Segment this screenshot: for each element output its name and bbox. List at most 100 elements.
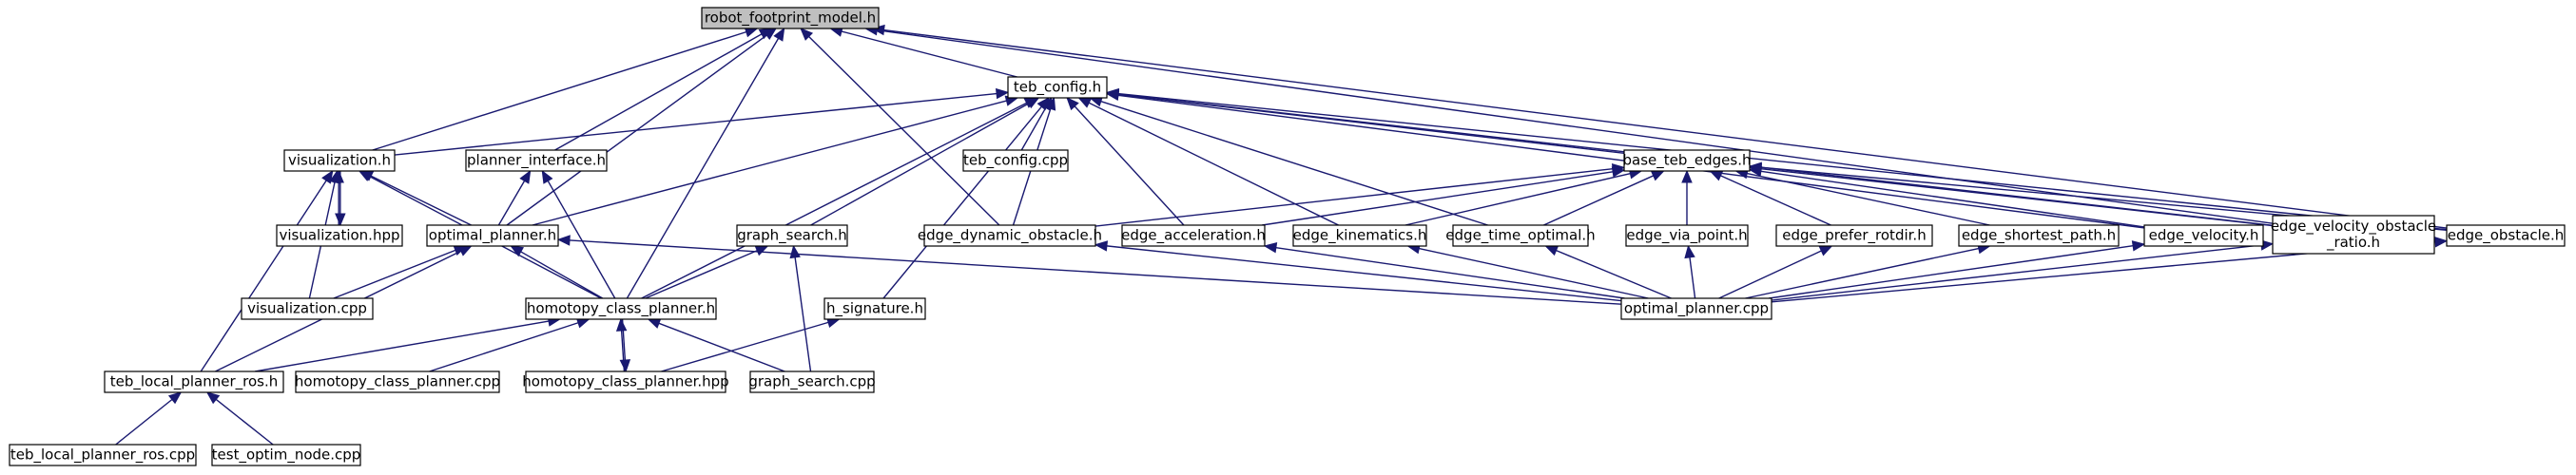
edge-graph-search-cpp-to-graph-search-h: [789, 244, 812, 372]
node-teb-local-planner-ros-h[interactable]: teb_local_planner_ros.h: [104, 370, 284, 393]
node-edge-velocity[interactable]: edge_velocity.h: [2143, 224, 2264, 247]
node-box: [1121, 224, 1266, 247]
node-box: [283, 149, 396, 172]
node-box: [823, 297, 926, 320]
node-visualization-h[interactable]: visualization.h: [283, 149, 396, 172]
node-label: teb_local_planner_ros.h: [110, 373, 278, 391]
node-label: h_signature.h: [826, 300, 923, 318]
node-box: [276, 224, 403, 247]
node-visualization-cpp[interactable]: visualization.cpp: [241, 297, 374, 320]
nodes-layer: robot_footprint_model.h teb_config.hvisua…: [9, 7, 2566, 466]
edge-edge-dynamic-obstacle-to-rfm: [800, 28, 1000, 226]
node-box: [525, 370, 726, 393]
node-box: [9, 444, 197, 466]
node-box: [749, 370, 875, 393]
node-label: graph_search.h: [737, 227, 847, 245]
node-homotopy-class-planner-hpp[interactable]: homotopy_class_planner.hpp: [522, 370, 729, 393]
node-box: [1452, 224, 1589, 247]
edge-optimal-planner-cpp-to-edge-prefer-rotdir: [1718, 245, 1833, 299]
node-box: [1625, 224, 1749, 247]
node-teb-local-planner-ros-cpp[interactable]: teb_local_planner_ros.cpp: [9, 444, 197, 466]
node-rfm: robot_footprint_model.h: [701, 7, 880, 29]
node-label: robot_footprint_model.h: [705, 10, 876, 28]
node-box: [962, 149, 1069, 172]
node-test-optim-node[interactable]: test_optim_node.cpp: [211, 444, 361, 466]
node-label: edge_obstacle.h: [2448, 227, 2565, 245]
node-optimal-planner-h[interactable]: optimal_planner.h: [426, 224, 559, 247]
node-box: [701, 7, 880, 29]
node-box: [295, 370, 500, 393]
edge-edge-kinematics-to-teb-config: [1077, 97, 1339, 226]
node-box: [2446, 224, 2566, 247]
edge-optimal-planner-h-to-rfm: [506, 28, 778, 226]
edge-edge-time-optimal-to-base-teb-edges: [1543, 170, 1665, 226]
node-label: base_teb_edges.h: [1623, 152, 1752, 170]
node-label: visualization.h: [288, 152, 391, 169]
edge-optimal-planner-cpp-to-edge-velocity: [1769, 240, 2146, 299]
node-base-teb-edges[interactable]: base_teb_edges.h: [1623, 149, 1752, 172]
node-label: visualization.cpp: [247, 300, 367, 317]
node-edge-prefer-rotdir[interactable]: edge_prefer_rotdir.h: [1775, 224, 1933, 247]
node-homotopy-class-planner-cpp[interactable]: homotopy_class_planner.cpp: [295, 370, 500, 393]
node-label: edge_acceleration.h: [1121, 227, 1266, 245]
node-teb-config-cpp[interactable]: teb_config.cpp: [962, 149, 1069, 172]
node-box: [923, 224, 1096, 247]
node-graph-search-cpp[interactable]: graph_search.cpp: [748, 370, 876, 393]
node-label: edge_time_optimal.h: [1445, 227, 1595, 245]
node-optimal-planner-cpp[interactable]: optimal_planner.cpp: [1620, 297, 1772, 320]
node-box: [525, 297, 717, 320]
node-h-signature[interactable]: h_signature.h: [823, 297, 926, 320]
edge-teb-config-to-rfm: [829, 26, 1017, 78]
node-box: [2143, 224, 2264, 247]
node-box: [426, 224, 559, 247]
node-planner-interface[interactable]: planner_interface.h: [465, 149, 608, 172]
edge-visualization-h-to-teb-config: [394, 87, 1010, 156]
node-label: edge_velocity.h: [2149, 227, 2259, 245]
edge-edge-dynamic-obstacle-to-base-teb-edges: [1094, 162, 1626, 227]
edge-edge-velocity-obstacle-ratio-to-rfm: [864, 25, 2274, 224]
node-label: optimal_planner.cpp: [1624, 300, 1769, 318]
edge-optimal-planner-cpp-to-edge-kinematics: [1406, 243, 1649, 299]
node-box: [1620, 297, 1772, 320]
edge-optimal-planner-h-to-planner-interface: [497, 169, 532, 226]
node-edge-shortest-path[interactable]: edge_shortest_path.h: [1958, 224, 2120, 247]
node-box: [104, 370, 284, 393]
node-edge-acceleration[interactable]: edge_acceleration.h: [1121, 224, 1266, 247]
edge-homotopy-class-planner-cpp-to-homotopy-class-planner-h: [429, 317, 591, 372]
edge-edge-via-point-to-base-teb-edges: [1681, 169, 1693, 225]
node-edge-time-optimal[interactable]: edge_time_optimal.h: [1445, 224, 1596, 247]
node-edge-kinematics[interactable]: edge_kinematics.h: [1292, 224, 1427, 247]
edge-optimal-planner-cpp-to-edge-shortest-path: [1745, 242, 1991, 299]
edge-graph-search-cpp-to-homotopy-class-planner-h: [647, 318, 785, 372]
edge-optimal-planner-h-to-visualization-h: [359, 170, 472, 226]
node-label: _ratio.h: [2326, 234, 2380, 252]
node-label: teb_config.h: [1014, 79, 1101, 97]
node-homotopy-class-planner-h[interactable]: homotopy_class_planner.h: [525, 297, 717, 320]
edge-base-teb-edges-to-teb-config: [1105, 88, 1625, 155]
node-edge-via-point[interactable]: edge_via_point.h: [1625, 224, 1749, 247]
edge-planner-interface-to-rfm: [554, 28, 773, 151]
node-box: [211, 444, 361, 466]
edge-homotopy-class-planner-h-to-graph-search-h: [645, 245, 769, 299]
node-label: edge_via_point.h: [1626, 227, 1747, 245]
node-box: [1292, 224, 1427, 247]
node-visualization-hpp[interactable]: visualization.hpp: [276, 224, 403, 247]
edge-homotopy-class-planner-hpp-to-h-signature: [661, 317, 841, 372]
edge-test-optim-node-to-teb-local-planner-ros-h: [205, 391, 274, 446]
node-edge-dynamic-obstacle[interactable]: edge_dynamic_obstacle.h: [918, 224, 1102, 247]
node-box: [241, 297, 374, 320]
node-graph-search-h[interactable]: graph_search.h: [736, 224, 848, 247]
node-label: teb_config.cpp: [963, 152, 1068, 170]
edge-optimal-planner-cpp-to-edge-dynamic-obstacle: [1094, 240, 1622, 302]
node-label: planner_interface.h: [467, 152, 606, 170]
edge-homotopy-class-planner-h-to-rfm: [626, 27, 785, 299]
node-teb-config[interactable]: teb_config.h: [1007, 76, 1108, 99]
edge-homotopy-class-planner-h-to-planner-interface: [541, 169, 616, 299]
node-edge-velocity-obstacle-ratio[interactable]: edge_velocity_obstacle_ratio.h: [2271, 215, 2436, 255]
node-label: homotopy_class_planner.cpp: [295, 373, 500, 391]
node-box: [1007, 76, 1108, 99]
node-edge-obstacle[interactable]: edge_obstacle.h: [2446, 224, 2566, 247]
node-label: edge_prefer_rotdir.h: [1782, 227, 1926, 245]
node-label: visualization.hpp: [279, 227, 399, 244]
